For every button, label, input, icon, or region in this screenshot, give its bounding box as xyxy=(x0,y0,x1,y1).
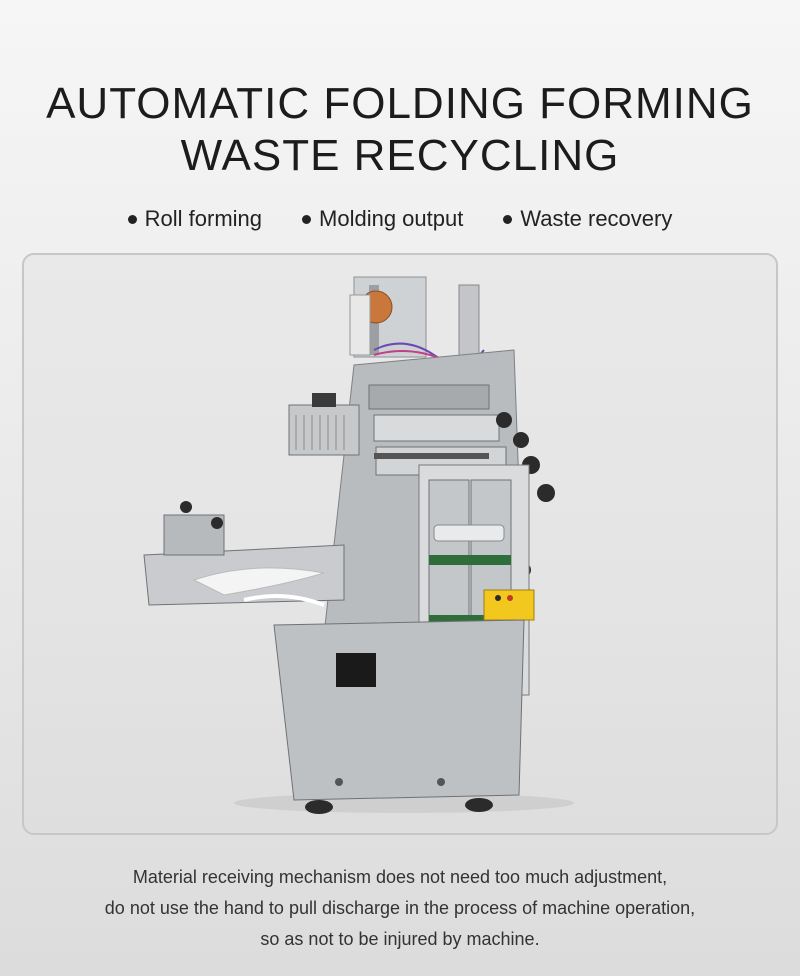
folding-machine-illustration xyxy=(143,276,574,814)
adjust-knob xyxy=(513,432,529,448)
title-line-1: AUTOMATIC FOLDING FORMING xyxy=(46,79,754,128)
cabinet-hole xyxy=(335,778,343,786)
adjust-knob xyxy=(496,412,512,428)
feature-item-molding-output: Molding output xyxy=(302,206,463,232)
feature-label: Roll forming xyxy=(144,206,263,231)
adjust-knob xyxy=(211,517,223,529)
cabinet-opening xyxy=(336,653,376,687)
adjust-knob xyxy=(180,501,192,513)
machine-photo xyxy=(22,253,778,835)
roller-slot xyxy=(433,524,505,542)
caption-line-2: do not use the hand to pull discharge in… xyxy=(104,898,696,918)
caster-wheel xyxy=(465,798,493,812)
feature-label: Molding output xyxy=(319,206,464,231)
caption-line-1: Material receiving mechanism does not ne… xyxy=(132,867,668,887)
page-title: AUTOMATIC FOLDING FORMING WASTE RECYCLIN… xyxy=(0,78,800,182)
bullet-icon xyxy=(127,214,137,224)
feature-item-waste-recovery: Waste recovery xyxy=(503,206,672,232)
right-post xyxy=(458,284,480,366)
caption-line-3: so as not to be injured by machine. xyxy=(260,929,540,949)
station-slot xyxy=(374,453,489,459)
green-band xyxy=(429,555,511,565)
control-button xyxy=(507,595,513,601)
caster-wheel xyxy=(305,800,333,814)
title-line-2: WASTE RECYCLING xyxy=(180,131,620,180)
folding-station xyxy=(373,414,500,442)
description-text: Material receiving mechanism does not ne… xyxy=(0,862,800,955)
green-band xyxy=(429,615,511,625)
feature-list: Roll forming Molding output Waste recove… xyxy=(0,206,800,232)
control-button xyxy=(495,595,501,601)
feature-item-roll-forming: Roll forming xyxy=(127,206,263,232)
cabinet-hole xyxy=(437,778,445,786)
feature-label: Waste recovery xyxy=(520,206,673,231)
bullet-icon xyxy=(503,214,513,224)
waste-strip xyxy=(243,594,325,607)
heater-top xyxy=(312,393,336,407)
upper-guard xyxy=(349,294,371,356)
control-box xyxy=(483,589,535,621)
heater-fins xyxy=(295,415,345,450)
folding-station xyxy=(368,384,490,410)
bullet-icon xyxy=(302,214,312,224)
lower-cabinet xyxy=(273,619,525,801)
heater-box xyxy=(288,404,360,456)
adjust-knob xyxy=(537,484,555,502)
waste-strip xyxy=(192,567,325,596)
